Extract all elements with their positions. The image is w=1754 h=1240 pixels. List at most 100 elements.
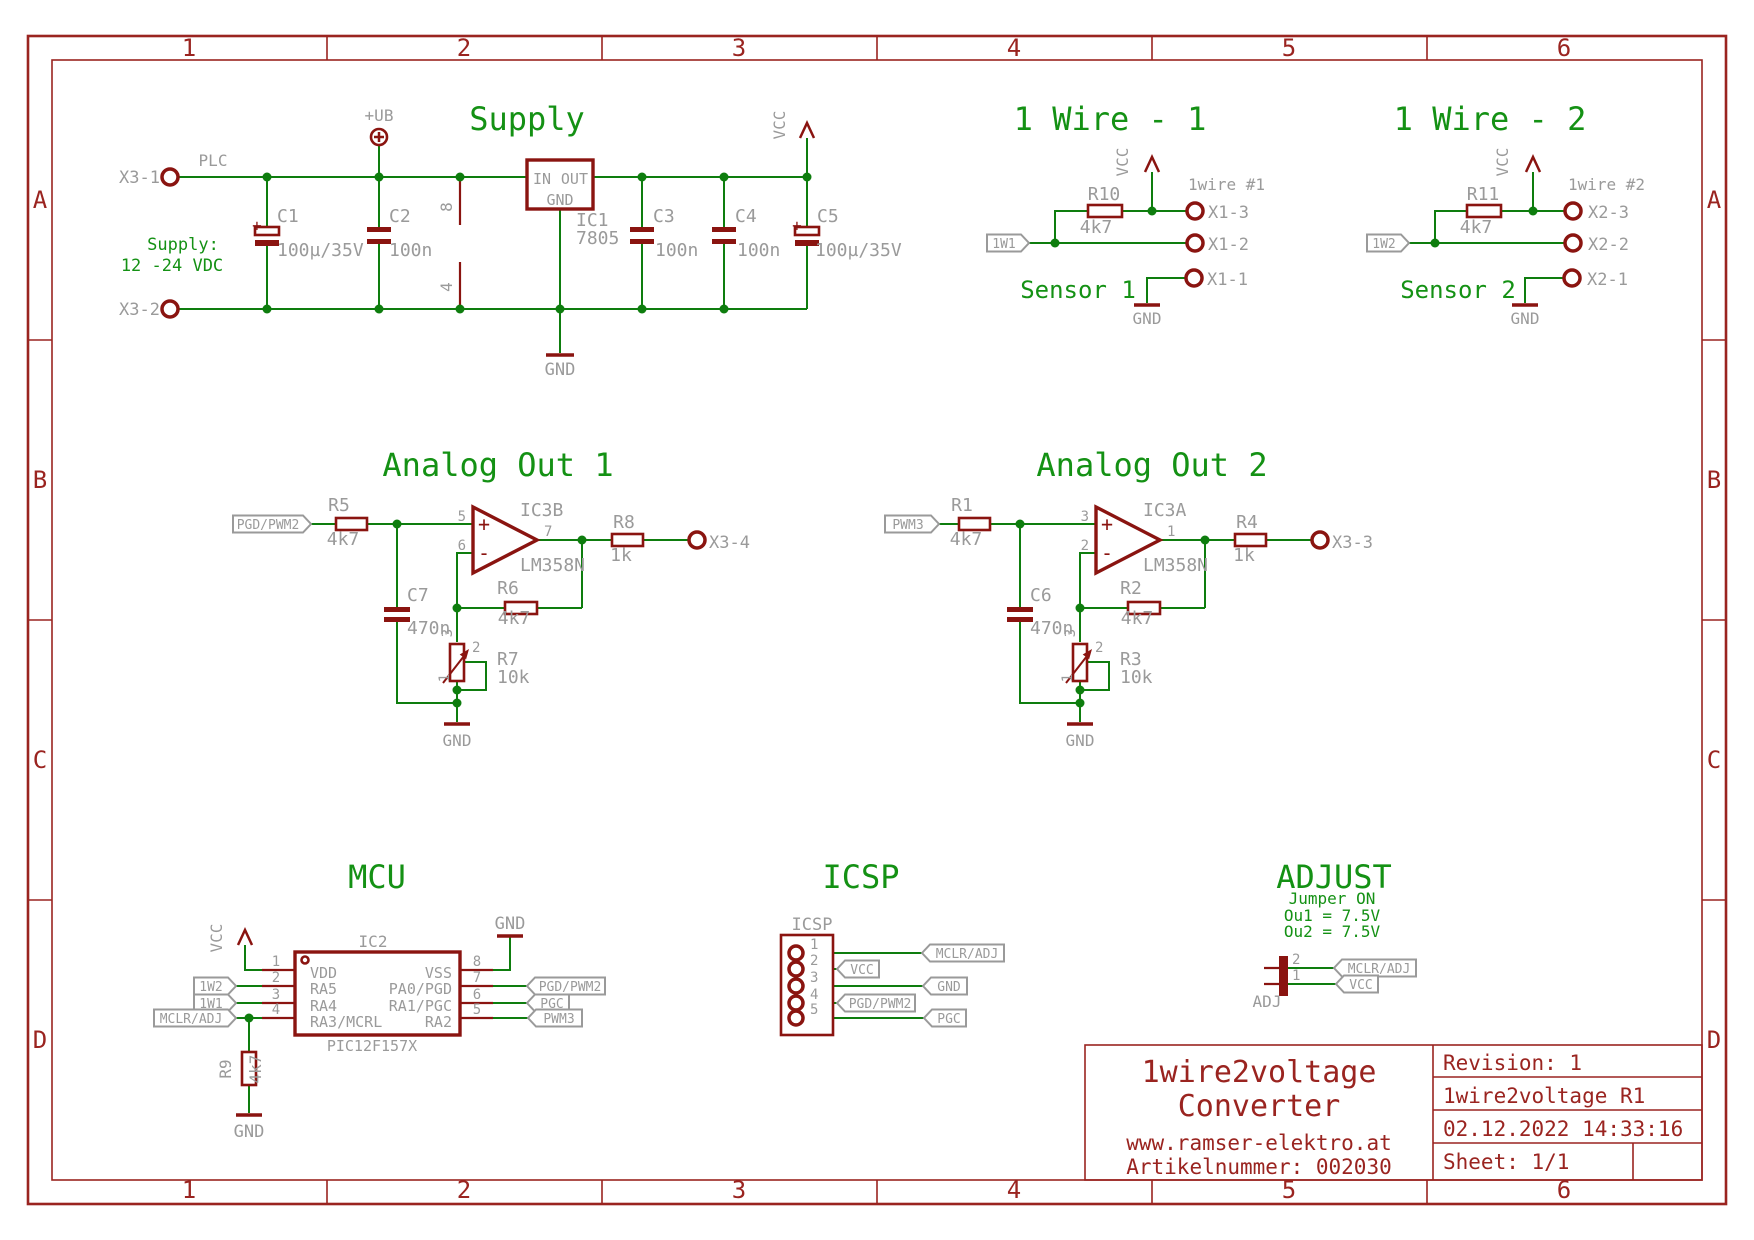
r9-name: R9 (216, 1059, 235, 1078)
pad-x3-2 (160, 299, 180, 319)
ub-plus-icon (374, 132, 384, 142)
trimmer-r7-arrowhead-icon (459, 649, 469, 660)
frame-col-5-top: 5 (1282, 34, 1296, 62)
ic2-name: IC2 (359, 932, 388, 951)
c1-plus: + (252, 216, 262, 235)
tag-pwm3-mcu: PWM3 (543, 1012, 574, 1027)
tag-gnd-icsp-outline (921, 976, 968, 996)
frame-row-b-right: B (1707, 466, 1721, 494)
ic3a-pin-1: 1 (1167, 524, 1175, 540)
ic3b-value: LM358N (520, 555, 585, 576)
ic3b-name: IC3B (520, 500, 563, 521)
pad-x3-3-label: X3-3 (1332, 533, 1373, 553)
r7-pin-3: 3 (440, 629, 456, 637)
tag-pgd-pwm2-ao1: PGD/PWM2 (237, 518, 300, 533)
c4-value: 100n (737, 240, 780, 261)
r1-value: 4k7 (950, 529, 983, 550)
ic3a-value: LM358N (1143, 555, 1208, 576)
tag-mclr-adj-adjust: MCLR/ADJ (1348, 962, 1411, 977)
r3-pin-2: 2 (1095, 640, 1103, 656)
titleblock-datetime: 02.12.2022 14:33:16 (1443, 1117, 1683, 1141)
gnd-label-mcu-bottom: GND (234, 1122, 265, 1142)
c7-name: C7 (407, 585, 429, 606)
ic3b-pin-5: 5 (458, 509, 466, 525)
title-block-dividers (1432, 1045, 1702, 1180)
resistor-r1 (957, 516, 992, 532)
titleblock-title-line1: 1wire2voltage (1142, 1055, 1377, 1090)
ic3a-minus: - (1101, 541, 1113, 565)
r10-value: 4k7 (1080, 217, 1113, 238)
frame-col-2-top: 2 (457, 34, 471, 62)
ic2-pin-vss: VSS (425, 964, 452, 982)
trimmer-r3-arrowhead-icon (1082, 649, 1092, 660)
tag-1w2-source-outline (1366, 233, 1411, 253)
ic3a-name: IC3A (1143, 500, 1187, 521)
c6-name: C6 (1030, 585, 1052, 606)
pad-x3-4 (687, 530, 707, 550)
ic3-power-pin-8: 8 (437, 202, 456, 212)
r3-name: R3 (1120, 649, 1142, 670)
tag-1w1-mcu: 1W1 (199, 997, 222, 1012)
ic2-pin-ra2: RA2 (425, 1013, 452, 1031)
ic3b-plus: + (478, 512, 490, 536)
frame-row-c-left: C (33, 746, 47, 774)
pad-x1-2 (1185, 233, 1205, 253)
tag-vcc-icsp: VCC (850, 963, 873, 978)
ic3b-pin-6: 6 (458, 538, 466, 554)
ic2-pin-vdd: VDD (310, 964, 337, 982)
vcc-label-1wire-2: VCC (1493, 148, 1512, 177)
frame (26, 34, 1728, 1206)
c5-name: C5 (817, 206, 839, 227)
ic2-pin-ra4: RA4 (310, 997, 337, 1015)
vcc-arrow-icons (236, 120, 1542, 946)
tag-1w1-source-outline (986, 233, 1031, 253)
r4-name: R4 (1236, 512, 1258, 533)
adj-jumper-stubs (1264, 966, 1279, 986)
section-title-icsp: ICSP (822, 858, 899, 896)
r7-value: 10k (497, 667, 530, 688)
tag-mclr-adj-mcu-outline (153, 1008, 238, 1028)
tag-pgd-pwm2-ao1-outline (232, 514, 313, 534)
gnd-label-1wire-2: GND (1511, 309, 1540, 328)
r2-value: 4k7 (1121, 608, 1154, 629)
adj-pin-2: 2 (1292, 952, 1300, 968)
adj-jumper-body (1279, 956, 1288, 996)
titleblock-docname: 1wire2voltage R1 (1443, 1084, 1645, 1108)
ic2-pin-pa0: PA0/PGD (389, 980, 452, 998)
capacitor-c5 (793, 225, 821, 237)
section-title-analog-out-1: Analog Out 1 (382, 446, 613, 484)
frame-dividers (28, 36, 1726, 1204)
titleblock-revision: Revision: 1 (1443, 1051, 1582, 1075)
frame-row-d-right: D (1707, 1026, 1721, 1054)
sensor-2-label: Sensor 2 (1400, 276, 1516, 304)
section-title-mcu: MCU (348, 858, 406, 896)
ub-label: +UB (365, 106, 394, 125)
r3-pin-1: 1 (1060, 674, 1076, 682)
icsp-pin-2-circle (787, 960, 805, 978)
pad-x3-1-label: X3-1 (119, 168, 160, 188)
c1-value: 100µ/35V (277, 240, 364, 261)
capacitor-c2-plate (367, 239, 391, 244)
titleblock-website: www.ramser-elektro.at (1126, 1131, 1392, 1155)
tag-mclr-adj-icsp: MCLR/ADJ (936, 947, 999, 962)
tag-pwm3-ao2-outline (884, 514, 941, 534)
resistor-r10 (1086, 203, 1124, 219)
gnd-label-supply: GND (545, 360, 576, 380)
c6-value: 470n (1030, 618, 1073, 639)
ic2-pin1-marker-icon (300, 955, 310, 965)
c5-value: 100µ/35V (815, 240, 902, 261)
pad-x3-2-label: X3-2 (119, 300, 160, 320)
r2-name: R2 (1120, 578, 1142, 599)
tag-pwm3-ao2: PWM3 (892, 518, 923, 533)
ic2-pin-4: 4 (272, 1002, 280, 1018)
resistor-r11 (1465, 203, 1503, 219)
c3-name: C3 (653, 206, 675, 227)
capacitor-c1 (253, 225, 281, 237)
pad-x1-1-label: X1-1 (1207, 270, 1248, 290)
frame-col-3-top: 3 (732, 34, 746, 62)
capacitor-c6 (1007, 607, 1033, 612)
tag-mclr-adj-adjust-outline (1332, 958, 1417, 978)
frame-col-6-top: 6 (1557, 34, 1571, 62)
frame-col-3-bottom: 3 (732, 1176, 746, 1204)
ic1-name: IC1 (576, 210, 609, 231)
